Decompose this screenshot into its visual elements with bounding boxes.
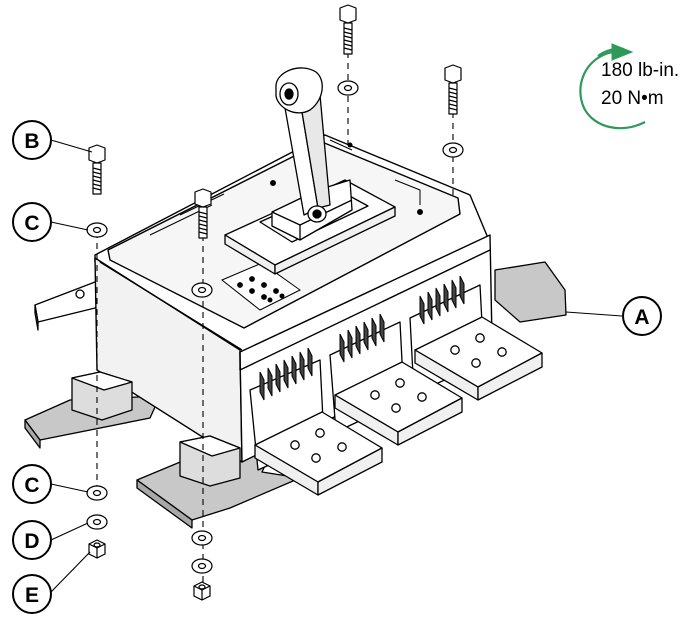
callout-a: A bbox=[622, 296, 662, 336]
rating-plate bbox=[221, 262, 301, 311]
nut-center bbox=[193, 581, 211, 601]
washer-center-bottom-flat bbox=[191, 530, 213, 546]
handle-lever bbox=[275, 67, 331, 223]
washer-left-bottom-flat bbox=[86, 485, 108, 501]
leader-lines bbox=[50, 139, 623, 593]
washer-left-bottom-lock bbox=[86, 514, 108, 530]
mounting-feet bbox=[71, 371, 241, 487]
svg-text:D: D bbox=[24, 530, 39, 553]
bolts bbox=[88, 4, 462, 239]
vent-fins bbox=[259, 275, 465, 401]
right-gray-bus-bar bbox=[494, 261, 567, 323]
callout-d: D bbox=[12, 520, 52, 560]
washer-center-bottom-lock bbox=[191, 558, 213, 574]
torque-imperial: 180 lb-in. bbox=[601, 60, 679, 81]
washers bbox=[86, 80, 464, 574]
terminal-pad-right bbox=[414, 316, 543, 401]
callout-c-bottom: C bbox=[12, 464, 52, 504]
svg-text:C: C bbox=[24, 212, 39, 235]
washer-center-top bbox=[191, 282, 213, 298]
nuts bbox=[88, 539, 211, 601]
callouts: B C C D E A bbox=[12, 120, 662, 614]
washer-left-top bbox=[86, 222, 108, 238]
terminal-pads bbox=[254, 316, 543, 496]
torque-arrowhead-icon bbox=[611, 43, 634, 61]
bolt-top-center bbox=[339, 4, 357, 55]
bolt-top-right bbox=[444, 64, 462, 115]
bolt-left bbox=[88, 144, 106, 195]
terminal-pad-left bbox=[254, 411, 383, 496]
torque-spec: 180 lb-in. 20 N•m bbox=[579, 43, 679, 130]
svg-text:C: C bbox=[24, 474, 39, 497]
bolt-center bbox=[194, 188, 212, 239]
torque-metric: 20 N•m bbox=[601, 88, 664, 109]
svg-text:E: E bbox=[25, 584, 39, 607]
svg-text:B: B bbox=[24, 130, 39, 153]
washer-top-center bbox=[337, 80, 359, 96]
nut-left bbox=[88, 539, 106, 559]
callout-e: E bbox=[12, 574, 52, 614]
torque-rotation-arrow-icon bbox=[579, 50, 646, 130]
callout-b: B bbox=[12, 120, 52, 160]
top-surface-details bbox=[149, 139, 423, 311]
terminal-pad-center bbox=[334, 361, 463, 446]
washer-top-right bbox=[442, 142, 464, 158]
svg-text:A: A bbox=[634, 306, 649, 329]
callout-c-top: C bbox=[12, 202, 52, 242]
